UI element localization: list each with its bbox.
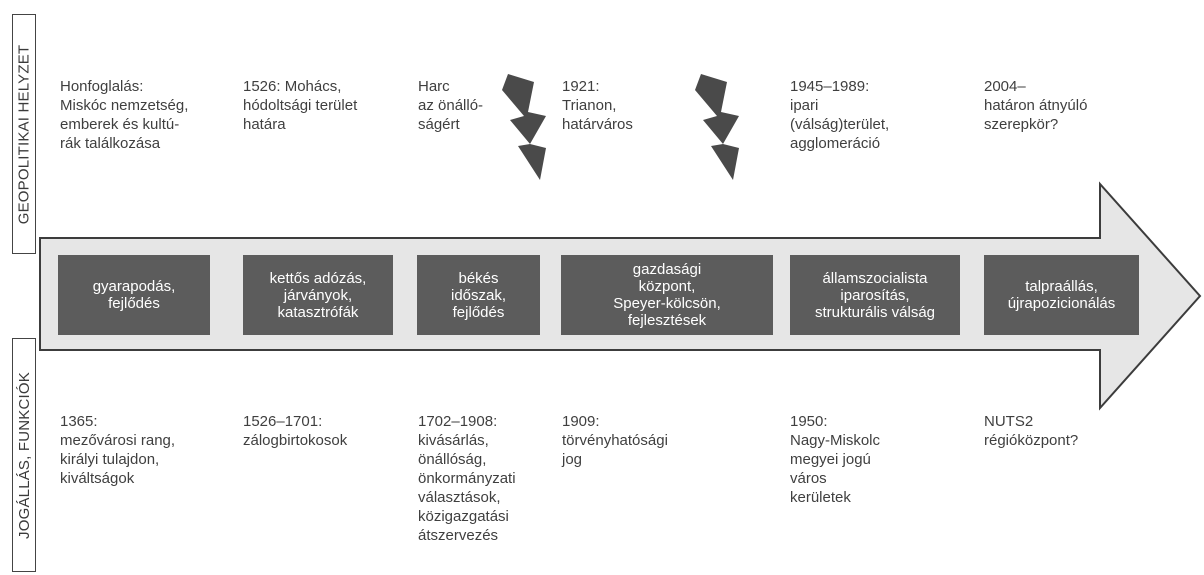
lightning-bolt-icon xyxy=(502,74,546,180)
period-box-economic-center: gazdasági központ, Speyer-kölcsön, fejle… xyxy=(561,255,773,335)
top-event-trianon: 1921: Trianon, határváros xyxy=(562,78,633,133)
bottom-event-1365: 1365: mezővárosi rang, királyi tulajdon,… xyxy=(60,413,176,487)
top-event-mohacs: 1526: Mohács, hódoltsági terület határa xyxy=(243,78,358,133)
bottom-event-1909: 1909: törvényhatósági jog xyxy=(562,413,668,468)
bottom-event-1950: 1950: Nagy-Miskolc megyei jogú város ker… xyxy=(790,413,881,506)
period-box-double-taxation: kettős adózás, járványok, katasztrófák xyxy=(243,255,393,335)
bottom-event-nuts2: NUTS2 régióközpont? xyxy=(984,413,1079,449)
top-event-industrial: 1945–1989: ipari (válság)terület, agglom… xyxy=(790,78,890,152)
period-box-state-socialist: államszocialista iparosítás, strukturáli… xyxy=(790,255,960,335)
period-box-peaceful: békés időszak, fejlődés xyxy=(417,255,540,335)
geopolitical-axis-label: GEOPOLITIKAI HELYZET xyxy=(12,14,36,254)
top-event-conquest: Honfoglalás: Miskóc nemzetség, emberek é… xyxy=(60,78,189,152)
bottom-event-1702-1908: 1702–1908: kivásárlás, önállóság, önkorm… xyxy=(418,413,516,544)
top-event-independence: Harc az önálló- ságért xyxy=(418,78,484,133)
top-event-2004: 2004– határon átnyúló szerepkör? xyxy=(984,78,1088,133)
lightning-bolt-icon xyxy=(695,74,739,180)
bottom-event-1526-1701: 1526–1701: zálogbirtokosok xyxy=(243,413,348,449)
period-box-recovery: talpraállás, újrapozicionálás xyxy=(984,255,1139,335)
legal-status-axis-label: JOGÁLLÁS, FUNKCIÓK xyxy=(12,338,36,572)
period-box-growth: gyarapodás, fejlődés xyxy=(58,255,210,335)
